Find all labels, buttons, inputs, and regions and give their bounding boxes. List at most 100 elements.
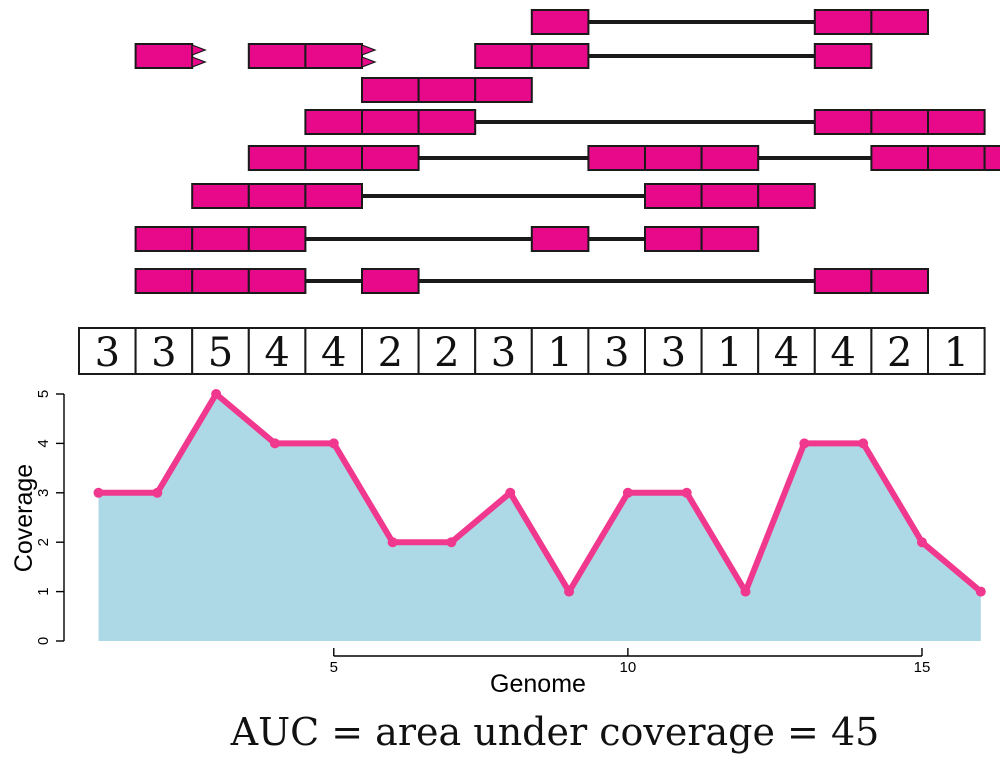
- y-tick-label: 5: [35, 390, 52, 398]
- coverage-cell: [813, 327, 873, 375]
- read-3: [361, 77, 533, 103]
- read-5: [247, 145, 1000, 171]
- coverage-point: [916, 537, 927, 548]
- read-segment: [304, 43, 363, 69]
- coverage-count: 4: [264, 330, 289, 376]
- read-segment: [813, 109, 873, 135]
- x-tick-label: 15: [914, 659, 931, 676]
- coverage-cell: [474, 327, 533, 375]
- coverage-point: [152, 487, 163, 498]
- coverage-point: [505, 487, 516, 498]
- read-segment: [813, 268, 873, 294]
- x-ticks: 5 10 15: [330, 648, 931, 676]
- read-1: [530, 9, 930, 35]
- read-segment: [247, 145, 307, 171]
- coverage-point: [211, 389, 222, 399]
- coverage-count: 2: [434, 330, 459, 376]
- coverage-count: 3: [491, 330, 516, 376]
- coverage-point: [387, 537, 398, 548]
- y-axis-title: Coverage: [10, 464, 38, 572]
- coverage-cell: [191, 327, 250, 375]
- read-segment: [417, 109, 477, 135]
- read-segment: [870, 268, 930, 294]
- read-segment: [134, 226, 194, 252]
- coverage-cell: [361, 327, 420, 375]
- read-segment: [417, 77, 477, 103]
- read-2: [134, 43, 873, 69]
- read-segment: [134, 268, 194, 294]
- coverage-count: 1: [717, 330, 742, 376]
- read-segment: [870, 145, 930, 171]
- read-segment: [361, 109, 420, 135]
- read-segment: [700, 183, 760, 209]
- read-segment: [304, 145, 363, 171]
- read-segment: [361, 77, 420, 103]
- coverage-count: 5: [208, 330, 233, 376]
- read-segment: [247, 43, 307, 69]
- read-segment: [644, 183, 703, 209]
- coverage-point: [269, 438, 280, 449]
- coverage-count: 4: [321, 330, 346, 376]
- coverage-count: 3: [661, 330, 686, 376]
- coverage-point: [740, 586, 751, 597]
- read-segment: [474, 43, 533, 69]
- coverage-point: [564, 586, 575, 597]
- read-segment: [983, 145, 1000, 171]
- coverage-count: 4: [774, 330, 799, 376]
- read-segment: [191, 268, 250, 294]
- read-segment: [813, 43, 873, 69]
- read-segment: [870, 109, 930, 135]
- coverage-count: 3: [95, 330, 120, 376]
- read-segment: [700, 226, 760, 252]
- coverage-cell: [870, 327, 930, 375]
- coverage-count: 2: [378, 330, 403, 376]
- y-tick-label: 1: [35, 587, 52, 595]
- coverage-count: 1: [547, 330, 572, 376]
- read-segment: [587, 145, 647, 171]
- read-segment: [870, 9, 930, 35]
- read-segment: [813, 9, 873, 35]
- read-segment: [361, 145, 420, 171]
- coverage-cell: [417, 327, 477, 375]
- coverage-cell: [587, 327, 647, 375]
- read-segment: [700, 145, 760, 171]
- coverage-count: 3: [151, 330, 176, 376]
- y-tick-label: 2: [35, 538, 52, 546]
- coverage-cell: [134, 327, 194, 375]
- coverage-count: 3: [604, 330, 629, 376]
- read-segment: [191, 183, 250, 209]
- arrowhead-icon: [361, 56, 377, 68]
- read-segment: [757, 183, 816, 209]
- read-segment: [304, 109, 363, 135]
- x-tick-label: 5: [330, 659, 338, 676]
- read-segment: [361, 268, 420, 294]
- read-segment: [927, 145, 986, 171]
- read-7: [134, 226, 760, 252]
- x-tick-label: 10: [620, 659, 637, 676]
- read-segment: [530, 43, 590, 69]
- coverage-cell: [927, 327, 986, 375]
- coverage-count: 1: [944, 330, 969, 376]
- read-segment: [247, 226, 307, 252]
- coverage-point: [858, 438, 869, 449]
- read-segment: [247, 183, 307, 209]
- coverage-count: 2: [887, 330, 912, 376]
- coverage-line: [98, 391, 983, 595]
- arrowhead-icon: [191, 56, 207, 68]
- coverage-area: [98, 394, 981, 641]
- read-8: [134, 268, 930, 294]
- read-4: [304, 109, 986, 135]
- coverage-cell: [530, 327, 590, 375]
- read-segment: [644, 145, 703, 171]
- read-segment: [530, 9, 590, 35]
- coverage-points: [93, 389, 986, 597]
- read-segment: [644, 226, 703, 252]
- coverage-point: [446, 537, 457, 548]
- read-segment: [191, 226, 250, 252]
- coverage-count: 4: [830, 330, 855, 376]
- coverage-point: [622, 487, 633, 498]
